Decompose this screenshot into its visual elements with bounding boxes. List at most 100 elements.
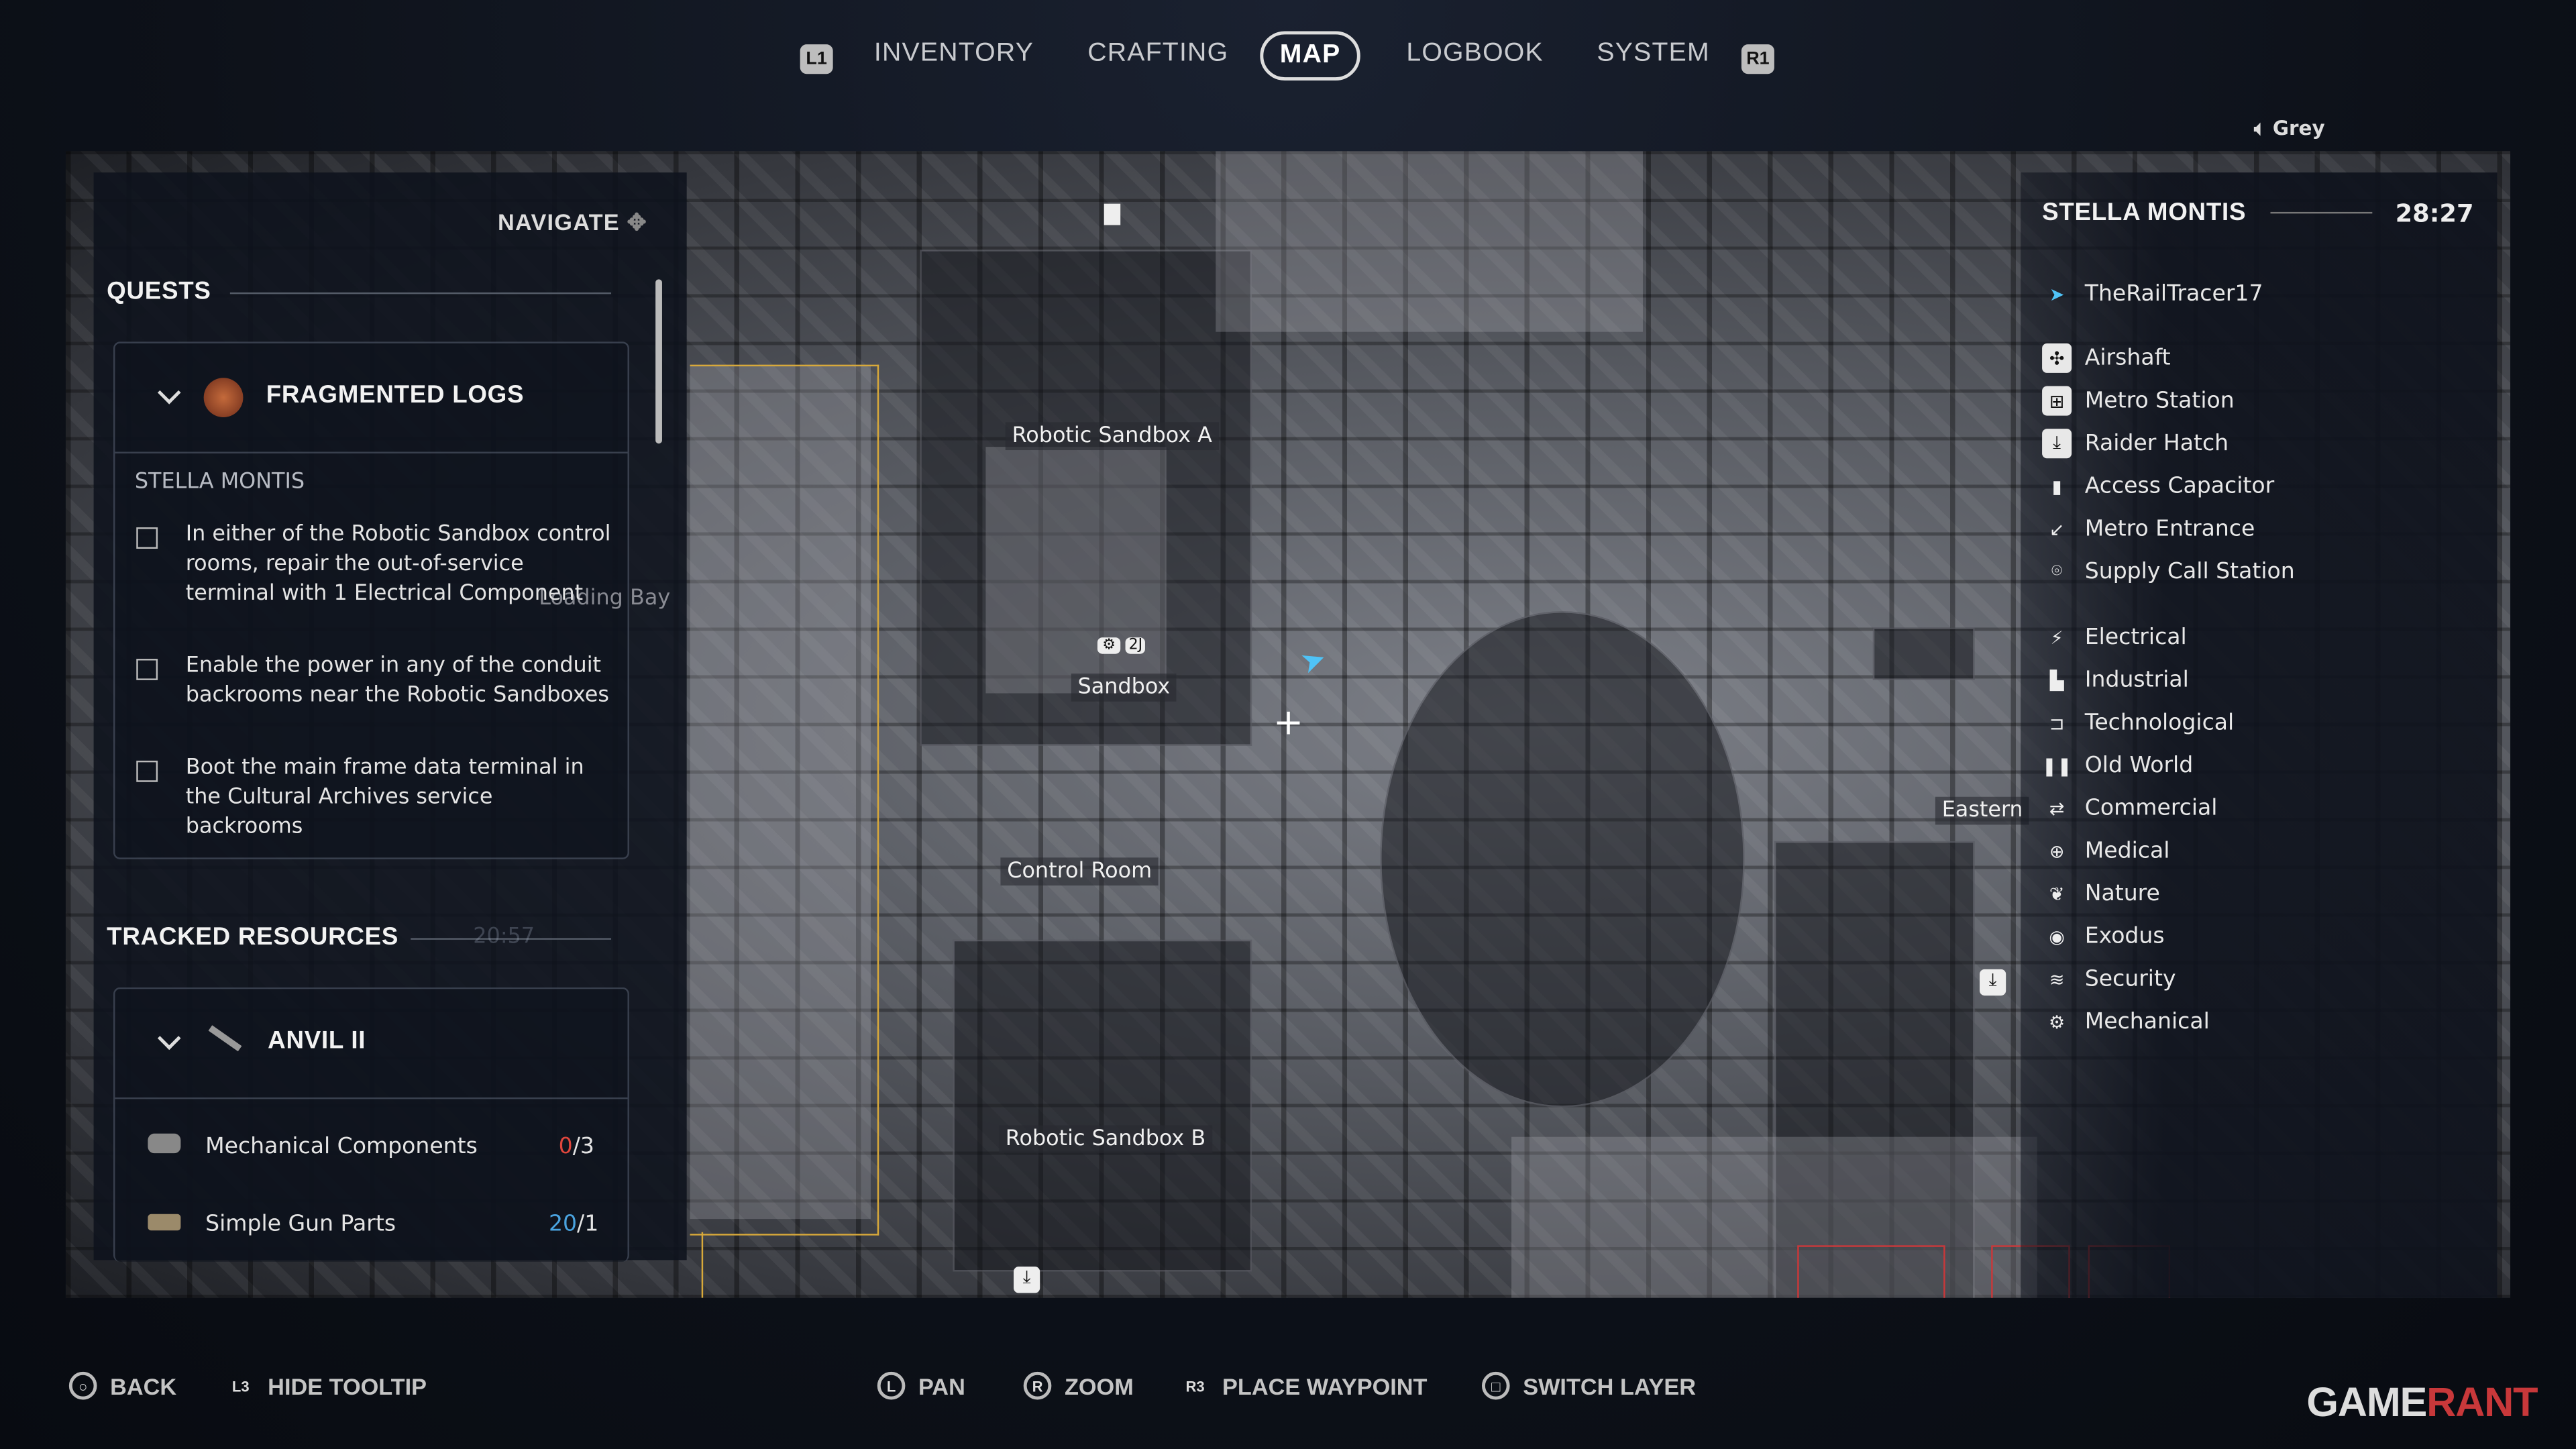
match-timer: 28:27	[2395, 199, 2474, 229]
legend-item-technological[interactable]: ⊐Technological	[2042, 706, 2234, 739]
legend-item-supply-call-station[interactable]: ⌾Supply Call Station	[2042, 555, 2295, 588]
legend-item-raider-hatch[interactable]: ⤓Raider Hatch	[2042, 427, 2229, 460]
legend-item-industrial[interactable]: ▙Industrial	[2042, 663, 2189, 696]
legend-label: Metro Station	[2084, 387, 2235, 415]
watermark-part: GAME	[2306, 1380, 2427, 1426]
tab-system[interactable]: SYSTEM	[1597, 39, 1710, 68]
chevron-down-icon[interactable]	[157, 380, 181, 405]
navigate-label: NAVIGATE	[498, 209, 620, 235]
legend-item-commercial[interactable]: ⇄Commercial	[2042, 792, 2218, 824]
scrollbar[interactable]	[655, 279, 662, 444]
objective-text: In either of the Robotic Sandbox control…	[185, 522, 611, 606]
watermark-part: RANT	[2426, 1380, 2538, 1426]
raider-hatch-icon[interactable]: ⤓	[1980, 969, 2006, 996]
quests-heading: QUESTS	[107, 277, 211, 306]
poi-cluster[interactable]: ⚙ 2J	[1097, 637, 1146, 654]
raider-hatch-icon[interactable]: ⤓	[1014, 1267, 1040, 1293]
hint-switch-layer[interactable]: □ SWITCH LAYER	[1481, 1371, 1697, 1400]
fan-icon: ✣	[2042, 343, 2072, 373]
tracked-resources-heading: TRACKED RESOURCES	[107, 923, 399, 951]
tab-logbook[interactable]: LOGBOOK	[1406, 39, 1544, 68]
tracked-item-title: ANVIL II	[268, 1026, 366, 1055]
restricted-zone	[1797, 1245, 1945, 1298]
legend-panel	[2021, 172, 2498, 1298]
objective-checkbox[interactable]	[136, 659, 158, 680]
tab-inventory[interactable]: INVENTORY	[873, 39, 1034, 68]
quest-title: FRAGMENTED LOGS	[266, 381, 525, 409]
shield-layers-icon: ≋	[2049, 968, 2065, 990]
divider	[2270, 211, 2373, 214]
antenna-icon: ⌾	[2051, 560, 2063, 582]
r1-button-glyph[interactable]: R1	[1741, 44, 1774, 74]
legend-item-electrical[interactable]: ⚡Electrical	[2042, 621, 2187, 654]
player-name: TheRailTracer17	[2084, 280, 2263, 307]
medical-cross-icon: ⊕	[2049, 840, 2065, 862]
legend-label: Mechanical	[2084, 1008, 2210, 1035]
map-label-loading-bay: Loading Bay	[539, 586, 671, 612]
tab-crafting[interactable]: CRAFTING	[1087, 39, 1229, 68]
touchpad-button-icon: □	[1481, 1371, 1510, 1400]
speaker-icon: 🔈︎	[2254, 116, 2266, 140]
resource-count: 0/3	[559, 1134, 594, 1160]
door-icon: ▮	[2051, 475, 2062, 497]
hint-label: SWITCH LAYER	[1523, 1373, 1697, 1399]
quest-card: FRAGMENTED LOGS STELLA MONTIS In either …	[113, 341, 629, 859]
gear-icon: ⚙	[2049, 1011, 2065, 1033]
legend-player: ➤TheRailTracer17	[2042, 278, 2263, 311]
gamerant-watermark: GAMERANT	[2306, 1380, 2538, 1428]
legend-label: Electrical	[2084, 624, 2187, 651]
stairs-icon: ↙	[2049, 518, 2065, 540]
divider	[411, 938, 612, 940]
resource-name: Simple Gun Parts	[205, 1210, 396, 1238]
tracked-item-card: ANVIL II Mechanical Components 0/3 Simpl…	[113, 987, 629, 1262]
quest-location: STELLA MONTIS	[134, 470, 305, 495]
resource-count: 20/1	[549, 1211, 598, 1237]
hint-label: ZOOM	[1064, 1373, 1134, 1399]
legend-item-metro-station[interactable]: ⊞Metro Station	[2042, 384, 2235, 417]
legend-label: Security	[2084, 966, 2176, 993]
hint-label: PAN	[918, 1373, 965, 1399]
divider	[229, 292, 612, 294]
legend-item-airshaft[interactable]: ✣Airshaft	[2042, 341, 2171, 374]
access-capacitor-icon[interactable]	[1104, 203, 1121, 225]
resource-name: Mechanical Components	[205, 1133, 478, 1160]
objective-checkbox[interactable]	[136, 760, 158, 782]
chevron-down-icon[interactable]	[157, 1026, 181, 1051]
legend-label: Old World	[2084, 752, 2194, 779]
objective-text: Boot the main frame data terminal in the…	[185, 755, 584, 840]
divider	[115, 451, 628, 453]
r3-button-icon: R3	[1185, 1377, 1205, 1394]
l3-button-icon: L3	[231, 1377, 250, 1394]
legend-item-medical[interactable]: ⊕Medical	[2042, 835, 2170, 867]
hint-back[interactable]: ○BACK	[68, 1371, 176, 1400]
legend-label: Industrial	[2084, 667, 2189, 694]
gear-icon: ⚙	[1097, 637, 1121, 654]
crosshair-cursor-icon: +	[1273, 703, 1304, 745]
zone-outline	[690, 364, 879, 1236]
legend-item-access-capacitor[interactable]: ▮Access Capacitor	[2042, 470, 2274, 502]
quest-giver-avatar	[203, 378, 244, 418]
exchange-icon: ⇄	[2049, 797, 2065, 819]
tab-map[interactable]: MAP	[1260, 31, 1360, 81]
legend-item-exodus[interactable]: ◉Exodus	[2042, 920, 2164, 953]
hatch-icon: ⤓	[2042, 429, 2072, 459]
l1-button-glyph[interactable]: L1	[800, 44, 833, 74]
legend-item-security[interactable]: ≋ Security	[2042, 963, 2176, 996]
resource-need: /1	[577, 1210, 599, 1238]
gun-parts-icon	[148, 1214, 181, 1231]
legend-item-metro-entrance[interactable]: ↙Metro Entrance	[2042, 513, 2255, 545]
objective-checkbox[interactable]	[136, 527, 158, 549]
map-label-robotic-sandbox-b: Robotic Sandbox B	[998, 1125, 1213, 1154]
legend-item-old-world[interactable]: ❚❚Old World	[2042, 749, 2194, 782]
legend-label: Nature	[2084, 880, 2160, 907]
map-label-robotic-sandbox-a: Robotic Sandbox A	[1005, 422, 1219, 451]
resource-have: 20	[548, 1210, 578, 1238]
divider	[115, 1097, 628, 1099]
legend-item-mechanical[interactable]: ⚙ Mechanical	[2042, 1006, 2210, 1038]
region-name: STELLA MONTIS	[2042, 199, 2247, 227]
legend-item-nature[interactable]: ❦Nature	[2042, 877, 2160, 910]
